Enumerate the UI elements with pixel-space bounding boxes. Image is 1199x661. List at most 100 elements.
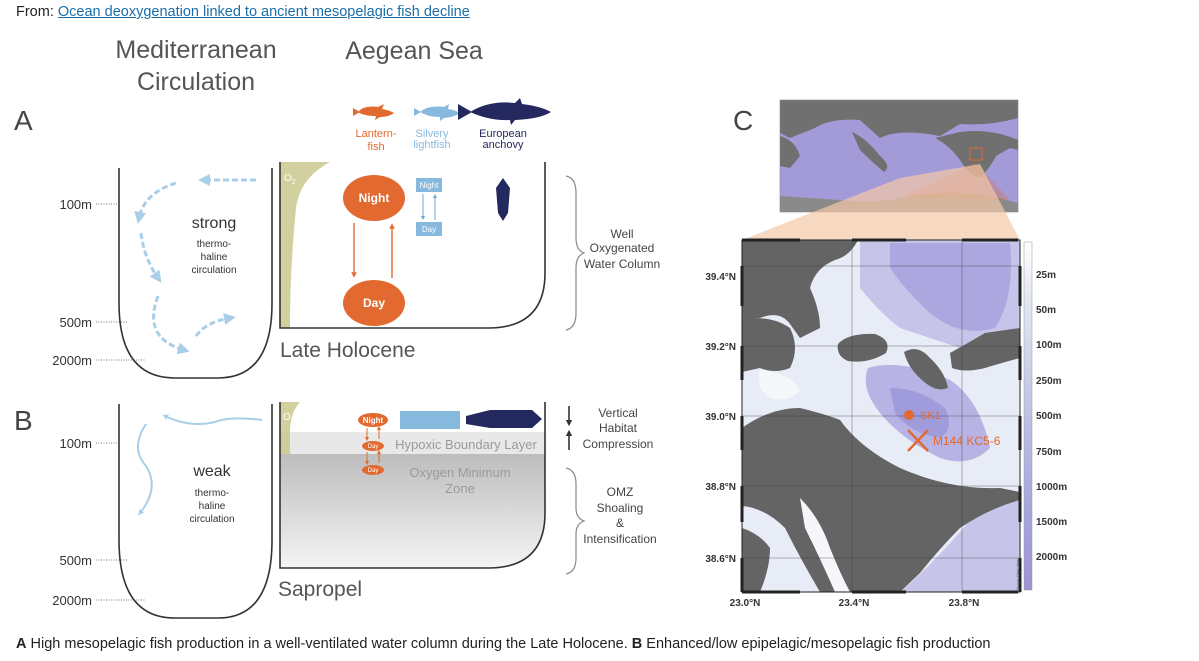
circulation-label-a2: haline [201,252,228,263]
circulation-arrow-a4 [152,295,190,355]
lanternfish-label-1: Lantern- [356,128,397,140]
circulation-arrow-a2 [134,181,177,224]
source-line: From: Ocean deoxygenation linked to anci… [16,4,470,20]
figure-caption: A High mesopelagic fish production in a … [16,636,991,652]
brace-b [565,467,586,575]
land-sw [742,528,770,592]
panel-label-a: A [14,105,33,136]
silvery-band-b [400,411,460,429]
land-south [742,408,1020,592]
anchovy-label-2: anchovy [483,139,524,151]
caption-a-text: High mesopelagic fish production in a we… [26,636,632,652]
land-peninsula [742,318,795,372]
bathymetry-map [742,240,1020,592]
lanternfish-day-b2 [362,465,384,475]
depth-500m-b: 500m [59,553,92,568]
from-label: From: [16,4,54,20]
night-label-a: Night [359,191,390,205]
lat-label-38-6: 38.6°N [705,554,736,565]
lat-label-39-2: 39.2°N [705,342,736,353]
circulation-strength-b: weak [192,463,231,480]
depth-colour-scale [1023,241,1033,591]
med-basin-a [118,168,273,379]
water-column-label: Water Column [584,257,660,271]
scale-label-750m: 750m [1036,447,1062,458]
caption-b-label: B [631,636,643,652]
scale-label-250m: 250m [1036,376,1062,387]
caption-a-label: A [16,636,27,652]
scale-label-50m: 50m [1036,305,1056,316]
station-m144-label: M144 KC5-6 [933,434,1001,448]
heading-aegean: Aegean Sea [345,37,483,65]
lat-label-38-8: 38.8°N [705,482,736,493]
o2-label-b: O2 [283,412,295,425]
panel-c: 39.4°N 39.2°N 39.0°N 38.8°N 38.6°N 23.0°… [705,99,1067,609]
lanternfish-night-a [343,175,405,221]
depth-100m-a: 100m [59,197,92,212]
circulation-label-b2: haline [199,501,226,512]
fish-legend: Lantern- fish Silvery lightfish European… [353,98,551,153]
lanternfish-label-2: fish [367,141,384,153]
lanternfish-day-a [343,280,405,326]
silvery-day-label-a: Day [422,225,436,234]
lon-label-23-8: 23.8°N [949,598,980,609]
silvery-lightfish-icon [414,104,460,121]
scale-label-2000m: 2000m [1036,552,1067,563]
silvery-night-a [416,178,442,192]
panel-a: 100m 500m 2000m strong thermo- haline ci… [52,162,660,379]
circulation-label-b1: thermo- [195,488,229,499]
caption-b-text: Enhanced/low epipelagic/mesopelagic fish… [642,636,991,652]
ampersand-label: & [616,516,624,530]
circulation-strength-a: strong [192,215,236,232]
hypoxic-boundary-label: Hypoxic Boundary Layer [395,437,537,452]
scale-label-1500m: 1500m [1036,517,1067,528]
oxygen-minimum-zone [280,454,545,568]
period-late-holocene: Late Holocene [280,339,415,362]
heading-circulation: Circulation [137,68,255,96]
omz-label-2: Zone [445,481,475,496]
depth-500m-a: 500m [59,315,92,330]
oxygen-layer-a [280,162,330,328]
zoom-connector [742,164,1020,240]
heading-mediterranean: Mediterranean [115,36,276,64]
station-sk1-marker [904,410,914,420]
lanternfish-day-b1 [362,441,384,451]
depth-100m-b: 100m [59,436,92,451]
habitat-label: Habitat [599,421,638,435]
ocean-data-view-credit: Ocean Data View [1015,559,1020,590]
lon-label-23-0: 23.0°N [730,598,761,609]
lanternfish-icon [353,104,394,120]
omz-right-label: OMZ [607,485,634,499]
figure: Mediterranean Circulation Aegean Sea A B… [14,36,1067,619]
silvery-day-a [416,222,442,236]
depth-2000m-b: 2000m [52,593,92,608]
land-euboea [950,328,1020,371]
circulation-arrow-a3 [139,232,162,283]
circulation-arrow-b2 [137,423,153,516]
aegean-basin-a [279,162,546,329]
med-basin-b [118,404,273,619]
anchovy-label-1: European [479,128,527,140]
day-label-b2: Day [368,468,379,474]
station-sk1-label: SK1 [920,410,941,422]
brace-a [565,175,586,331]
aegean-basin-b [279,402,546,569]
lat-label-39-0: 39.0°N [705,412,736,423]
panel-label-c: C [733,105,753,136]
scale-label-500m: 500m [1036,411,1062,422]
scale-label-100m: 100m [1036,340,1062,351]
circulation-arrow-a5 [194,313,236,337]
scale-label-25m: 25m [1036,270,1056,281]
article-link[interactable]: Ocean deoxygenation linked to ancient me… [57,4,470,20]
circulation-label-b3: circulation [189,514,234,525]
well-label: Well [610,227,633,241]
omz-label-1: Oxygen Minimum [409,465,510,480]
lat-label-39-4: 39.4°N [705,272,736,283]
scale-label-1000m: 1000m [1036,482,1067,493]
panel-label-b: B [14,405,33,436]
land-mainland [742,240,858,338]
day-label-b1: Day [368,444,379,450]
european-anchovy-icon [458,98,551,125]
circulation-label-a3: circulation [191,265,236,276]
oxygen-layer-b [280,402,300,454]
